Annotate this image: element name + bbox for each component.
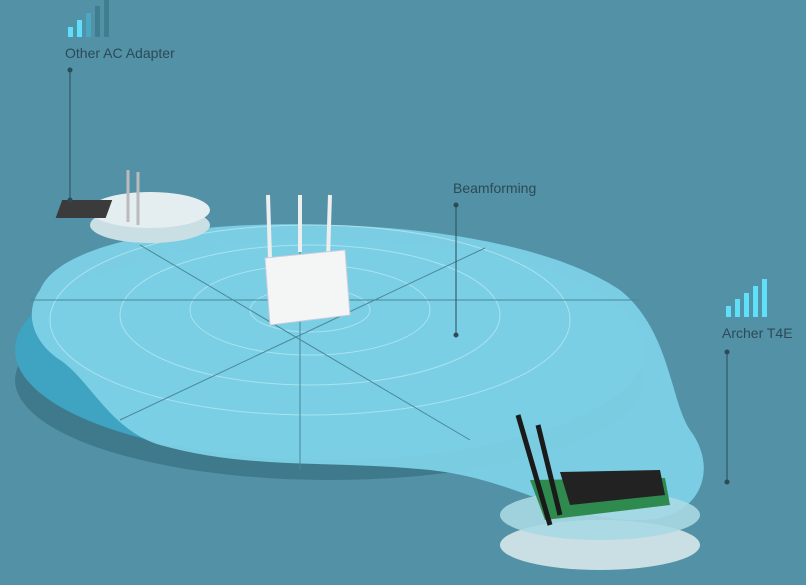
archer-t4e-card bbox=[515, 414, 670, 526]
beamforming-coverage bbox=[31, 224, 704, 520]
router bbox=[264, 194, 351, 326]
adapter-disc-top bbox=[90, 192, 210, 228]
archer-t4e-label: Archer T4E bbox=[722, 325, 793, 341]
other-adapter-signal-icon bbox=[68, 0, 109, 37]
other-adapter-card bbox=[55, 200, 113, 218]
archer-signal-icon bbox=[726, 279, 767, 317]
other-adapter-label: Other AC Adapter bbox=[65, 45, 175, 61]
beamforming-label: Beamforming bbox=[453, 180, 537, 196]
leader-lines bbox=[67, 67, 730, 485]
